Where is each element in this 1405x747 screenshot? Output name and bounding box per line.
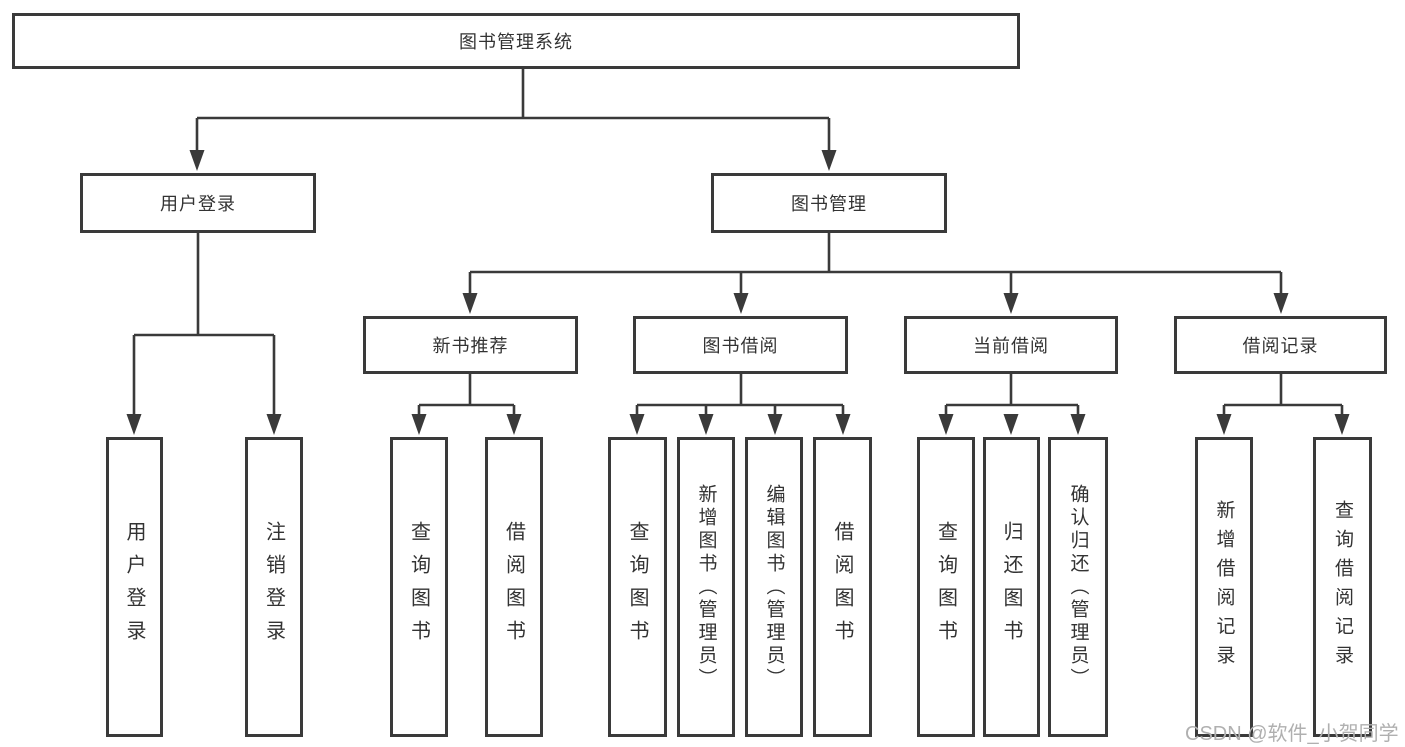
node-label: 图书管理系统 [459,32,573,52]
node-label: 用户登录 [160,194,236,214]
leaf-borrow-book: 借阅图书 [813,437,872,737]
leaf-label: 查询借阅记录 [1332,500,1353,674]
leaf-add-book-admin: 新增图书（管理员） [677,437,735,737]
node-label: 图书借阅 [702,336,779,356]
node-label: 借阅记录 [1242,336,1319,356]
leaf-query-book-recommend: 查询图书 [390,437,448,737]
leaf-query-book-borrow: 查询图书 [608,437,667,737]
leaf-label: 确认归还（管理员） [1067,483,1089,691]
leaf-label: 编辑图书（管理员） [763,483,785,691]
leaf-label: 注销登录 [262,521,285,653]
leaf-label: 查询图书 [934,521,957,653]
leaf-label: 新增借阅记录 [1213,500,1235,674]
node-book-management: 图书管理 [711,173,947,233]
node-borrow-record: 借阅记录 [1174,316,1387,374]
leaf-label: 用户登录 [123,521,145,653]
node-new-book-recommend: 新书推荐 [363,316,578,374]
node-library-management-system: 图书管理系统 [12,13,1020,69]
leaf-logout: 注销登录 [245,437,303,737]
leaf-label: 新增图书（管理员） [695,483,717,691]
node-current-borrow: 当前借阅 [904,316,1118,374]
leaf-label: 借阅图书 [831,521,853,653]
node-label: 新书推荐 [432,336,509,356]
node-user-login: 用户登录 [80,173,316,233]
node-book-borrow: 图书借阅 [633,316,848,374]
leaf-label: 借阅图书 [502,521,525,653]
leaf-query-borrow-record: 查询借阅记录 [1313,437,1372,737]
leaf-confirm-return-admin: 确认归还（管理员） [1048,437,1108,737]
leaf-label: 查询图书 [626,521,648,653]
leaf-borrow-book-recommend: 借阅图书 [485,437,543,737]
leaf-user-login: 用户登录 [106,437,163,737]
node-label: 图书管理 [791,194,867,214]
leaf-label: 查询图书 [407,521,430,653]
node-label: 当前借阅 [973,336,1049,356]
csdn-watermark: CSDN @软件_小贺同学 [1185,723,1399,745]
leaf-query-book-current: 查询图书 [917,437,975,737]
leaf-add-borrow-record: 新增借阅记录 [1195,437,1253,737]
leaf-return-book: 归还图书 [983,437,1040,737]
leaf-edit-book-admin: 编辑图书（管理员） [745,437,803,737]
leaf-label: 归还图书 [1000,521,1022,653]
